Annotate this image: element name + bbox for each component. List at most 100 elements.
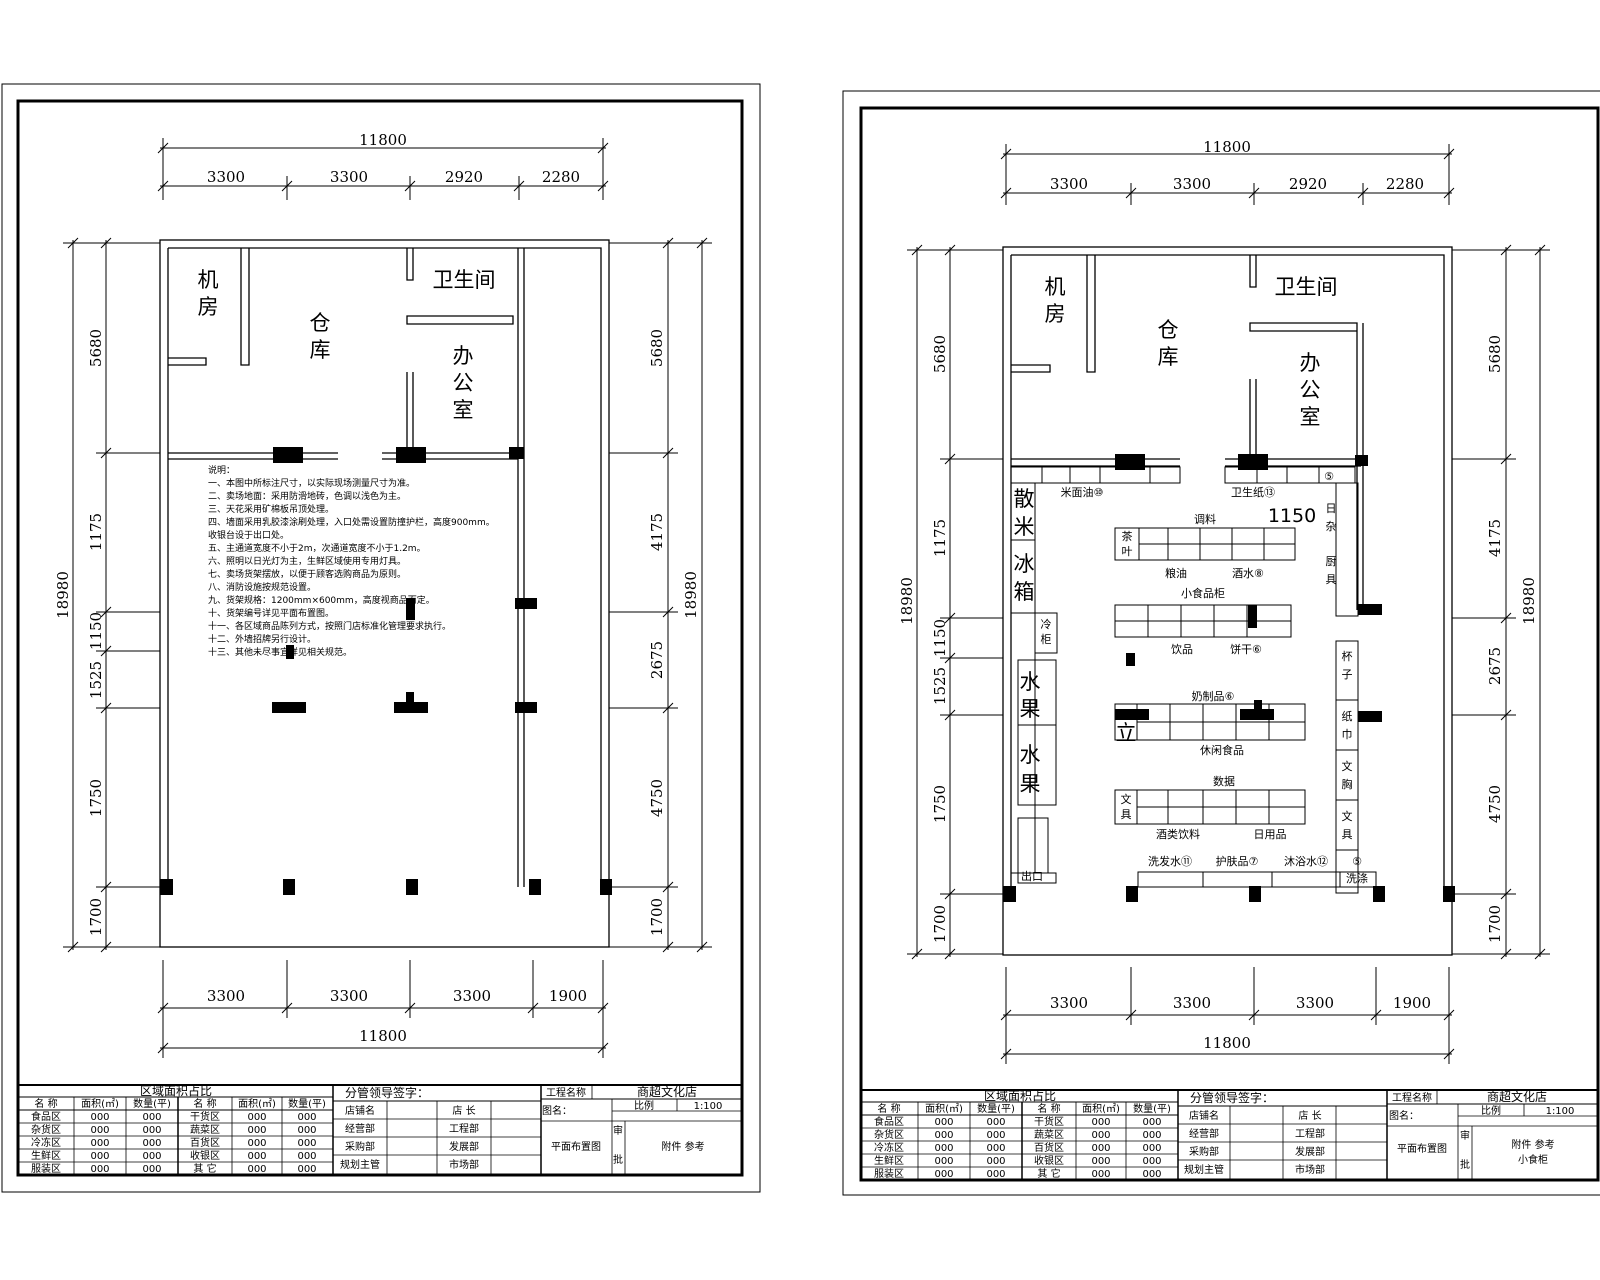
side-label-2: 批 <box>613 1153 623 1166</box>
sign-title: 分管领导签字： <box>1190 1090 1274 1105</box>
svg-text:000: 000 <box>986 1156 1005 1167</box>
sheet-2: 11800 3300 3300 2920 2280 机 房 仓 库 卫生间 办 … <box>842 90 1600 1196</box>
svg-text:000: 000 <box>297 1138 316 1149</box>
dim-right-5: 1700 <box>648 898 666 936</box>
area-table: 名 称 面积(㎡) 数量(平) 名 称 面积(㎡) 数量(平) 食品区 000 … <box>31 1097 326 1175</box>
dim-left-1: 5680 <box>931 335 949 373</box>
dim-bottom-1: 3300 <box>1050 994 1088 1012</box>
svg-text:000: 000 <box>934 1130 953 1141</box>
svg-text:巾: 巾 <box>1342 727 1353 741</box>
room-office-3: 室 <box>1300 405 1321 429</box>
dim-right-1: 5680 <box>1486 335 1504 373</box>
dim-right-total: 18980 <box>1520 577 1538 625</box>
svg-text:饮品: 饮品 <box>1171 643 1193 656</box>
svg-text:名 称: 名 称 <box>877 1102 900 1115</box>
columns <box>160 447 612 895</box>
left-dimensions <box>907 244 1003 960</box>
svg-text:000: 000 <box>1091 1156 1110 1167</box>
svg-text:面积(㎡): 面积(㎡) <box>238 1098 276 1110</box>
svg-text:纸: 纸 <box>1342 710 1353 723</box>
dim-right-5: 1700 <box>1486 905 1504 943</box>
room-warehouse-1: 仓 <box>310 311 331 335</box>
svg-text:蔬菜区: 蔬菜区 <box>190 1124 220 1136</box>
sheet-frame <box>16 99 744 1177</box>
area-table-title: 区域面积占比 <box>140 1083 212 1098</box>
svg-text:冷冻区: 冷冻区 <box>874 1141 904 1154</box>
svg-text:冷冻区: 冷冻区 <box>31 1136 61 1149</box>
svg-text:面积(㎡): 面积(㎡) <box>1082 1103 1120 1115</box>
svg-text:九、货架规格：1200mm×600mm，高度视商品而定。: 九、货架规格：1200mm×600mm，高度视商品而定。 <box>208 594 435 606</box>
svg-text:茶: 茶 <box>1122 530 1133 543</box>
svg-text:水: 水 <box>1020 743 1041 767</box>
svg-text:000: 000 <box>90 1112 109 1123</box>
svg-text:洗发水⑪: 洗发水⑪ <box>1148 854 1192 868</box>
dim-bottom-4: 1900 <box>1393 994 1431 1012</box>
svg-text:果: 果 <box>1020 697 1041 721</box>
svg-text:000: 000 <box>934 1117 953 1128</box>
svg-text:数据: 数据 <box>1213 774 1235 788</box>
drawing-label: 图名： <box>1389 1109 1419 1122</box>
area-table: 名 称 面积(㎡) 数量(平) 名 称 面积(㎡) 数量(平) 食品区 000 … <box>874 1102 1171 1180</box>
project-name: 商超文化店 <box>1487 1089 1547 1104</box>
room-machine-1: 机 <box>198 268 219 292</box>
sheet-border <box>1 83 761 1193</box>
project-label: 工程名称 <box>1392 1091 1432 1104</box>
svg-text:经营部: 经营部 <box>345 1122 375 1135</box>
svg-text:000: 000 <box>247 1138 266 1149</box>
svg-text:店 长: 店 长 <box>452 1104 475 1117</box>
svg-text:箱: 箱 <box>1014 580 1035 604</box>
dim-left-5: 1750 <box>87 779 105 817</box>
svg-text:生鲜区: 生鲜区 <box>874 1154 904 1167</box>
svg-text:000: 000 <box>90 1138 109 1149</box>
svg-text:经营部: 经营部 <box>1189 1127 1219 1140</box>
svg-text:三、天花采用矿棉板吊顶处理。: 三、天花采用矿棉板吊顶处理。 <box>208 503 334 515</box>
project-label: 工程名称 <box>546 1086 586 1099</box>
svg-text:收银区: 收银区 <box>1034 1154 1064 1167</box>
room-office-2: 公 <box>1300 378 1321 402</box>
svg-text:干货区: 干货区 <box>1034 1115 1064 1128</box>
svg-text:面积(㎡): 面积(㎡) <box>925 1103 963 1115</box>
bottom-dimensions <box>1000 967 1455 1064</box>
dim-left-3: 1150 <box>931 619 949 657</box>
svg-text:日: 日 <box>1326 502 1337 515</box>
svg-text:000: 000 <box>1091 1130 1110 1141</box>
svg-text:粮油: 粮油 <box>1165 566 1187 580</box>
svg-text:米面油⑩: 米面油⑩ <box>1061 485 1104 499</box>
svg-text:数量(平): 数量(平) <box>977 1102 1015 1115</box>
room-machine-2: 房 <box>198 295 219 319</box>
side-label-1: 审 <box>1460 1129 1470 1142</box>
svg-text:000: 000 <box>986 1117 1005 1128</box>
dim-bottom-4: 1900 <box>549 987 587 1005</box>
svg-text:000: 000 <box>90 1151 109 1162</box>
svg-text:奶制品⑥: 奶制品⑥ <box>1192 689 1235 703</box>
svg-text:文: 文 <box>1342 809 1353 823</box>
signers: 店铺名 店 长 经营部 工程部 采购部 发展部 规划主管 市场部 <box>340 1104 479 1171</box>
svg-text:沐浴水⑫: 沐浴水⑫ <box>1284 855 1328 868</box>
fixtures <box>1010 466 1377 894</box>
room-warehouse-1: 仓 <box>1158 318 1179 342</box>
scale-label: 比例 <box>1481 1104 1501 1117</box>
svg-text:十三、其他未尽事宜详见相关规范。: 十三、其他未尽事宜详见相关规范。 <box>208 646 352 658</box>
sign-title: 分管领导签字： <box>345 1085 429 1100</box>
svg-text:其 它: 其 它 <box>1037 1167 1060 1180</box>
svg-text:护肤品⑦: 护肤品⑦ <box>1216 854 1259 868</box>
svg-text:二、卖场地面：采用防滑地砖，色调以浅色为主。: 二、卖场地面：采用防滑地砖，色调以浅色为主。 <box>208 490 406 502</box>
svg-text:柜: 柜 <box>1041 633 1052 646</box>
svg-text:000: 000 <box>1142 1169 1161 1180</box>
svg-text:七、卖场货架摆放，以便于顾客选购商品为原则。: 七、卖场货架摆放，以便于顾客选购商品为原则。 <box>208 568 406 580</box>
dim-left-total: 18980 <box>898 577 916 625</box>
svg-text:食品区: 食品区 <box>874 1115 904 1128</box>
room-office-1: 办 <box>453 344 474 368</box>
svg-text:000: 000 <box>142 1164 161 1175</box>
dim-left-2: 1175 <box>87 513 105 551</box>
svg-text:冰: 冰 <box>1014 552 1035 576</box>
svg-text:数量(平): 数量(平) <box>288 1097 326 1110</box>
svg-text:百货区: 百货区 <box>190 1136 220 1149</box>
svg-text:酒水⑧: 酒水⑧ <box>1232 567 1264 580</box>
svg-text:000: 000 <box>934 1169 953 1180</box>
svg-text:000: 000 <box>1142 1143 1161 1154</box>
dim-left-1: 5680 <box>87 329 105 367</box>
svg-text:000: 000 <box>934 1156 953 1167</box>
svg-text:000: 000 <box>247 1112 266 1123</box>
